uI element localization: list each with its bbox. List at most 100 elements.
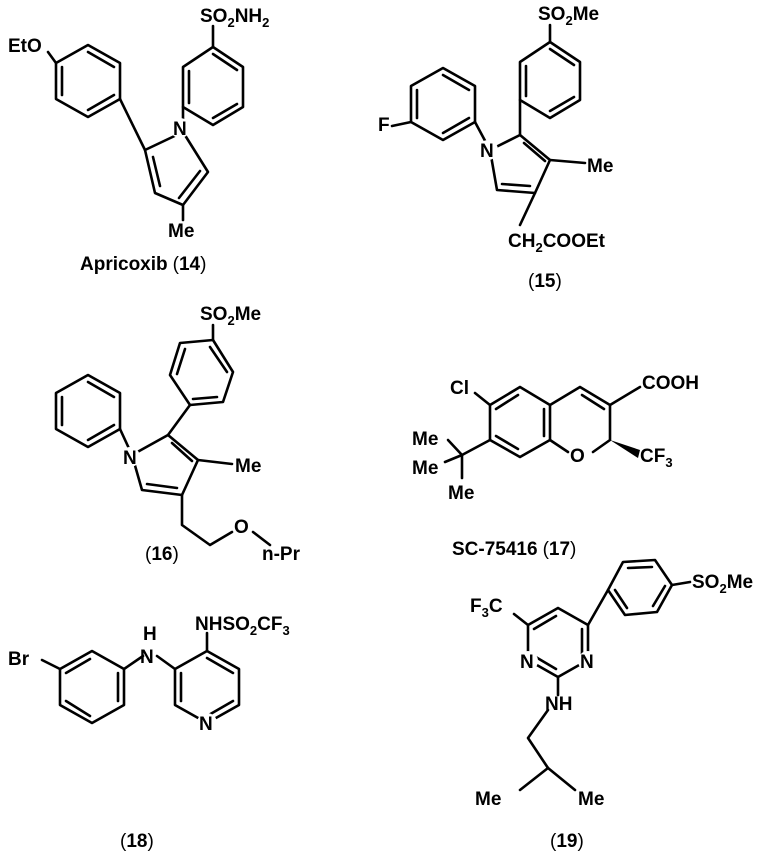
ring-double-bond xyxy=(532,654,558,671)
amine-bond xyxy=(155,654,177,671)
atom-mask xyxy=(478,140,498,160)
methyl-label: Me xyxy=(168,221,194,242)
ring-double-bond xyxy=(205,656,235,675)
pyrrole-double-bond xyxy=(500,182,532,188)
ring-double-bond xyxy=(191,395,219,401)
chloro-bond xyxy=(473,391,492,407)
ethoxy-chain xyxy=(180,493,234,547)
compound-16-caption: (16) xyxy=(145,544,179,565)
caption-paren: ( xyxy=(120,831,127,852)
side-chain-bond xyxy=(518,191,537,227)
ether-bond xyxy=(251,530,272,547)
caption-paren: ( xyxy=(528,271,535,292)
bromo-bond xyxy=(40,658,62,671)
caption-paren: ) xyxy=(200,254,206,275)
ring-double-bond xyxy=(86,380,116,399)
compound-19: F3​C SO2​Me N N NH Me Me (19) xyxy=(470,558,753,852)
ring-double-bond xyxy=(651,584,667,608)
methylsulfonylphenyl-ring xyxy=(518,40,582,120)
compound-18-number: 18 xyxy=(126,831,147,852)
ring-double-bond xyxy=(532,614,558,631)
sulfonamide-label: SO2​NH2​ xyxy=(200,6,269,30)
ring-double-bond xyxy=(175,347,187,376)
compound-16: SO2​Me N Me O n-Pr (16) xyxy=(54,304,301,565)
ring-oxygen-label: O xyxy=(570,446,585,467)
compound-17-atoms: Cl COOH Me Me Me O CF3​ xyxy=(412,373,699,504)
compound-14-atoms: EtO SO2​NH2​ N Me xyxy=(8,6,269,242)
methyl-a-label: Me xyxy=(412,429,438,450)
compound-17-bonds xyxy=(443,385,642,480)
compound-17-caption: SC-75416(17) xyxy=(452,539,576,560)
methyl-a-label: Me xyxy=(475,789,501,810)
compound-15-atoms: F N SO2​Me Me CH2​COOEt xyxy=(378,4,613,255)
fluoro-label: F xyxy=(378,115,390,136)
compound-17-name: SC-75416 xyxy=(452,539,538,560)
amine-label: NH xyxy=(545,694,572,715)
pyrrole-nitrogen-label: N xyxy=(123,448,137,469)
sulfonamidophenyl-ring xyxy=(181,45,245,127)
ring-double-bond xyxy=(494,393,520,411)
caption-paren: ) xyxy=(147,831,153,852)
compound-14-number: 14 xyxy=(179,254,201,275)
methyl-b-label: Me xyxy=(412,458,438,479)
compound-16-number: 16 xyxy=(151,544,172,565)
methyl-b-label: Me xyxy=(578,789,604,810)
caption-paren: ( xyxy=(145,544,152,565)
ethoxyphenyl-ring xyxy=(54,43,122,119)
tert-butyl-bond xyxy=(460,438,492,457)
pyrrole-ring xyxy=(130,433,200,497)
ethoxy-bond xyxy=(46,50,58,65)
compound-18: Br H N NHSO2​CF3​ N (18) xyxy=(8,614,290,852)
tert-butyl-methyl-bond xyxy=(443,453,464,464)
pyran-o-bond xyxy=(548,438,570,454)
atom-mask xyxy=(120,447,140,467)
sulfone-label: SO2​Me xyxy=(692,572,753,596)
methylsulfonylphenyl-ring xyxy=(168,338,235,407)
pyran-double-bond xyxy=(580,393,606,411)
atom-mask xyxy=(518,651,538,671)
pyrrole-nitrogen-label: N xyxy=(173,119,187,140)
amine-hydrogen-label: H xyxy=(143,624,157,645)
sulfone-label: SO2​Me xyxy=(538,4,599,28)
pyridine-ring xyxy=(173,649,241,725)
atom-mask xyxy=(197,713,217,733)
methyl-label: Me xyxy=(587,156,613,177)
caption-paren: ) xyxy=(555,271,561,292)
ring-double-bond xyxy=(441,116,471,135)
trifluoromethyl-bond xyxy=(512,612,530,627)
stereo-wedge-bond xyxy=(610,440,640,458)
ring-double-bond xyxy=(86,423,116,442)
compound-17-number: 17 xyxy=(549,539,570,560)
compound-16-bonds xyxy=(54,323,272,547)
biaryl-bond xyxy=(586,588,610,627)
ring-double-bond xyxy=(64,699,92,718)
pyridine-nitrogen-label: N xyxy=(199,714,213,735)
methyl-bond xyxy=(548,158,587,165)
atom-mask xyxy=(170,118,190,138)
compound-19-number: 19 xyxy=(556,831,577,852)
fluoro-bond xyxy=(390,120,413,128)
ether-oxygen-label: O xyxy=(234,517,249,538)
biaryl-bond xyxy=(166,403,192,437)
amine-bond xyxy=(122,654,145,671)
caption-paren: ) xyxy=(577,831,583,852)
sulfone-label: SO2​Me xyxy=(200,304,261,328)
ring-double-bond xyxy=(441,73,471,92)
compound-15-caption: (15) xyxy=(528,271,562,292)
fluorophenyl-ring xyxy=(409,66,477,142)
pyrrole-double-bond xyxy=(170,441,194,463)
methyl-bond xyxy=(196,458,234,466)
chromene-benzo-ring xyxy=(488,385,552,459)
methyl-label: Me xyxy=(235,456,261,477)
compound-19-caption: (19) xyxy=(550,831,584,852)
compound-18-atoms: Br H N NHSO2​CF3​ N xyxy=(8,614,290,735)
ring-double-bond xyxy=(205,699,235,718)
tert-butyl-methyl-bond xyxy=(446,438,464,457)
caption-paren: ( xyxy=(543,539,550,560)
ester-label: CH2​COOEt xyxy=(508,231,606,255)
amine-nitrogen-label: N xyxy=(140,647,154,668)
bromophenyl-ring xyxy=(58,649,126,725)
pyrrole-ring xyxy=(488,133,552,195)
caption-paren: ) xyxy=(570,539,576,560)
